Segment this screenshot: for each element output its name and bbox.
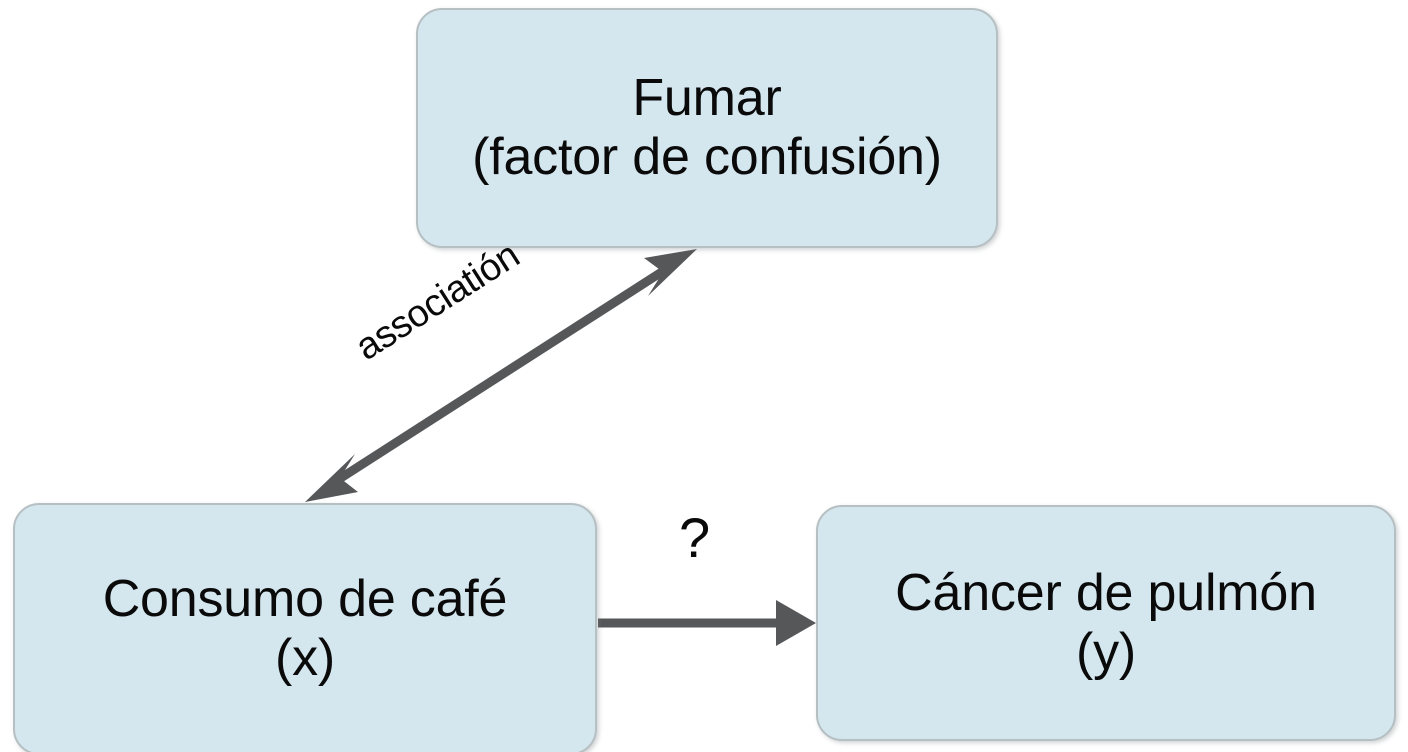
node-exposure[interactable]: Consumo de café (x) [13, 503, 597, 752]
causal-edge-label: ? [679, 506, 711, 569]
node-outcome-label: Cáncer de pulmón (y) [895, 563, 1317, 681]
node-confounder-label: Fumar (factor de confusión) [472, 68, 942, 186]
association-arrowhead-up [644, 249, 697, 296]
node-exposure-label: Consumo de café (x) [102, 569, 508, 687]
association-arrowhead-down [305, 454, 358, 502]
node-outcome[interactable]: Cáncer de pulmón (y) [816, 505, 1396, 741]
association-edge-line [330, 262, 674, 487]
node-confounder[interactable]: Fumar (factor de confusión) [416, 8, 998, 248]
causal-arrowhead [776, 600, 816, 646]
causal-edge [598, 600, 816, 646]
association-edge [305, 249, 697, 502]
